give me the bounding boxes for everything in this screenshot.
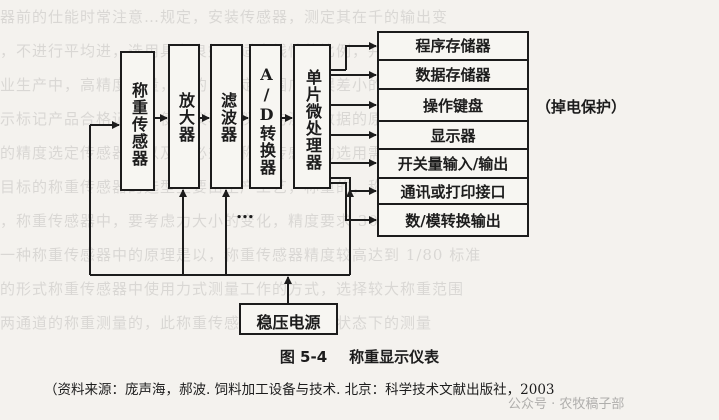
mcu-label: 单片微处理器 (303, 69, 322, 171)
mcu-box (293, 44, 331, 189)
peripheral-data-memory: 数据存储器 (415, 66, 491, 84)
amplifier-label: 放大器 (176, 91, 195, 143)
power-loss-protection-note: （掉电保护） (536, 98, 627, 116)
peripheral-switch-io: 开关量输入/输出 (397, 155, 509, 173)
peripheral-container (377, 31, 529, 237)
background-text-line-8: 一种称重传感器中的原理是以，称重传感器精度较高达到 1/80 标准 (0, 246, 482, 264)
amplifier-box (168, 44, 200, 189)
peripheral-keyboard: 操作键盘 (422, 97, 483, 115)
bus-da (330, 182, 377, 224)
bus-program-memory-link (345, 42, 377, 70)
sensor-box (120, 51, 155, 191)
figure-title: 称重显示仪表 (349, 348, 440, 366)
background-text-line-9: 的形式称重传感器中使用力式测量工作的方式，选择较大称重范围 (0, 280, 465, 298)
adc-label: A/D转换器 (257, 64, 276, 176)
background-text-line-1: 器前的仕能时常注意…规定，安装传感器，测定其在千的输出变 (0, 8, 449, 26)
background-text-line-7: ，称重传感器中，要考虑力大小的变化，精度要求 30 年代中初之 (0, 212, 465, 230)
figure-number: 图 5-4 (279, 348, 328, 366)
filter-label: 滤波器 (218, 91, 237, 143)
peripheral-display: 显示器 (430, 127, 476, 145)
sensor-label: 称重传感器 (129, 81, 148, 167)
bus-comm (330, 177, 377, 195)
figure-caption: 图 5-4 称重显示仪表 (0, 346, 719, 367)
watermark: 公众号 · 农牧稿子部 (508, 397, 625, 412)
source-note: （资料来源：庞声海，郝波. 饲料加工设备与技术. 北京：科学技术文献出版社，20… (44, 382, 555, 398)
peripheral-program-memory: 程序存储器 (415, 37, 491, 55)
power-box (239, 303, 338, 335)
ellipsis-dots: … (236, 202, 258, 223)
peripheral-da-output: 数/模转换输出 (405, 212, 501, 230)
adc-box (249, 44, 282, 189)
peripheral-comm-print: 通讯或打印接口 (400, 183, 506, 201)
power-label: 稳压电源 (256, 313, 321, 332)
